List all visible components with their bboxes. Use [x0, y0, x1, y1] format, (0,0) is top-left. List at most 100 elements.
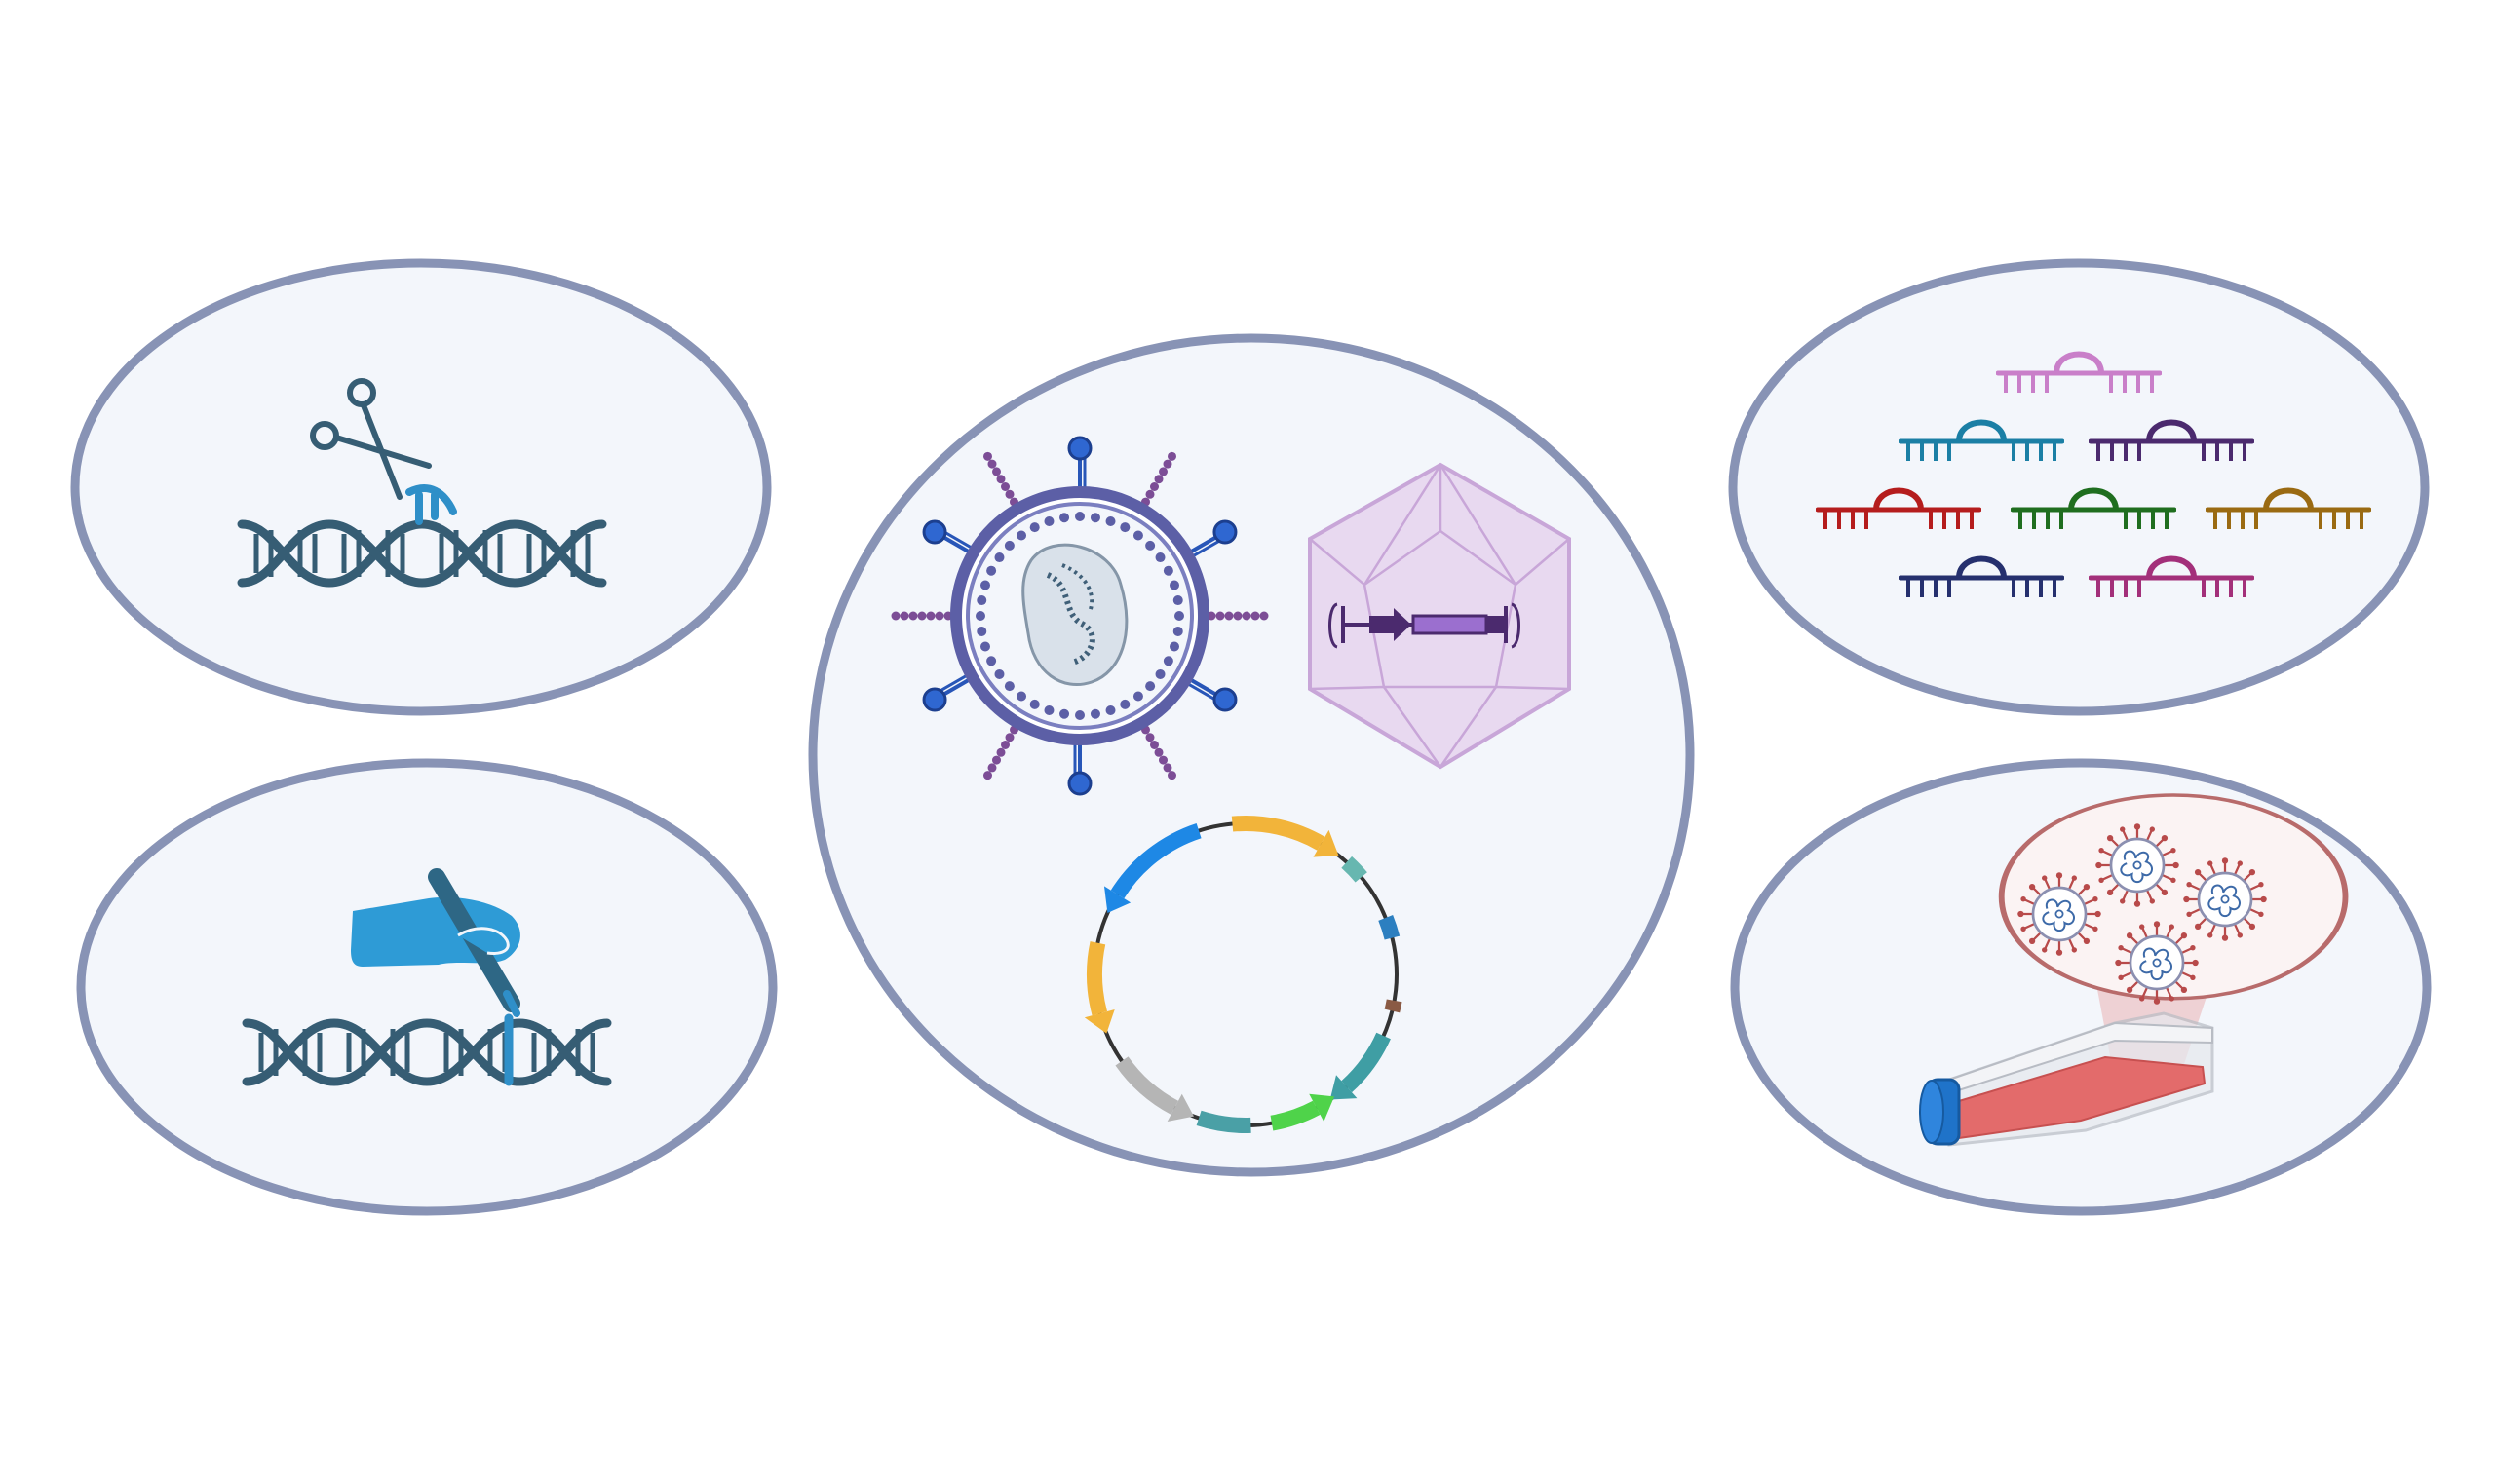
membrane-bead — [1163, 656, 1173, 666]
lipid-bead — [1163, 763, 1172, 773]
panel-delivery-vectors — [808, 333, 1695, 1177]
membrane-bead — [977, 626, 987, 636]
membrane-bead — [1090, 513, 1100, 523]
membrane-bead — [1059, 513, 1070, 523]
membrane-bead — [1170, 641, 1180, 652]
membrane-bead — [1145, 681, 1156, 692]
oval-guide-rna-library — [1728, 258, 2430, 716]
lipid-bead — [992, 467, 1001, 476]
lipid-bead — [1005, 733, 1015, 742]
membrane-bead — [1132, 530, 1143, 541]
membrane-bead — [1075, 512, 1085, 521]
membrane-bead — [1029, 522, 1040, 533]
plasmid-arrowhead — [1167, 1093, 1194, 1122]
oval-gene-editing — [76, 758, 778, 1216]
lipid-bead — [987, 763, 997, 773]
coronavirus-icon-3 — [2181, 856, 2269, 943]
membrane-bead — [979, 580, 990, 590]
lipid-bead — [1154, 475, 1164, 484]
membrane-bead — [1044, 705, 1055, 716]
plasmid-yellow-arrow-left — [1087, 941, 1108, 1016]
membrane-bead — [1075, 710, 1085, 720]
spike-head — [1067, 436, 1093, 461]
enveloped-virus-icon — [891, 436, 1269, 796]
aav-capsid-icon — [1308, 462, 1571, 770]
membrane-bead — [1172, 595, 1183, 606]
lipid-bead — [1154, 747, 1164, 757]
panel-guide-rna-library — [1728, 258, 2430, 716]
membrane-bead — [1105, 515, 1116, 526]
membrane-beads — [976, 512, 1184, 720]
spike-head — [1212, 519, 1238, 545]
membrane-bead — [1174, 611, 1184, 621]
lipid-bead — [996, 475, 1006, 484]
lipid-bead — [1145, 733, 1155, 742]
membrane-bead — [994, 552, 1005, 563]
lipid-bead — [1224, 611, 1234, 621]
scissors-icon — [310, 378, 432, 500]
lipid-bead — [983, 771, 992, 780]
lipid-bead — [1145, 489, 1155, 499]
lipid-bead — [1215, 611, 1225, 621]
lipid-bead — [1168, 771, 1176, 780]
membrane-bead — [994, 668, 1005, 679]
plasmid-arrowhead — [1309, 1093, 1335, 1122]
membrane-bead — [1029, 699, 1040, 709]
virus-spikes — [891, 436, 1269, 796]
plasmid-gray-arrow — [1115, 1056, 1179, 1115]
coronavirus-icon — [2015, 870, 2103, 958]
lipid-bead — [1233, 611, 1243, 621]
membrane-bead — [1155, 668, 1166, 679]
membrane-bead — [1170, 580, 1180, 590]
coronavirus-icon-2 — [2093, 821, 2181, 909]
viral-genome — [1046, 572, 1095, 666]
spike-head — [1212, 687, 1238, 712]
plasmid-arrowhead — [1103, 886, 1132, 913]
plasmid-blue-arrow-top — [1110, 822, 1202, 899]
membrane-bead — [1004, 540, 1015, 551]
membrane-bead — [1145, 540, 1156, 551]
culture-flask-icon — [1919, 1011, 2214, 1147]
lipid-bead — [1150, 481, 1159, 491]
lipid-bead — [1001, 741, 1010, 750]
transgene-cassette — [1328, 602, 1520, 649]
lipid-bead — [992, 755, 1001, 765]
plasmid-teal-box — [1341, 856, 1367, 883]
membrane-bead — [1044, 515, 1055, 526]
plasmid-arrowhead — [1084, 1008, 1115, 1034]
membrane-bead — [1017, 530, 1027, 541]
lipid-bead — [1159, 467, 1168, 476]
hand-pen-icon — [351, 868, 520, 1017]
lipid-bead — [935, 611, 944, 621]
lipid-bead — [1001, 481, 1010, 491]
plasmid-arrowhead — [1313, 829, 1339, 857]
lipid-bead — [1250, 611, 1260, 621]
membrane-bead — [1105, 705, 1116, 716]
membrane-bead — [1163, 565, 1173, 576]
lipid-bead — [891, 611, 901, 621]
membrane-bead — [977, 595, 987, 606]
plasmid-brown-box — [1384, 999, 1402, 1013]
cut-site-highlight — [405, 484, 457, 525]
membrane-bead — [1132, 691, 1143, 702]
panel-cell-culture-infection — [1730, 758, 2432, 1216]
lipid-bead — [926, 611, 936, 621]
plasmid-green-arrow — [1270, 1100, 1321, 1131]
panel-gene-editing — [76, 758, 778, 1216]
membrane-bead — [1059, 708, 1070, 719]
lipid-bead — [1159, 755, 1168, 765]
spike-head — [1067, 771, 1093, 796]
lipid-bead — [1168, 451, 1176, 461]
lipid-bead — [900, 611, 909, 621]
oval-delivery-vectors — [808, 333, 1695, 1177]
plasmid-blue-box — [1378, 914, 1401, 940]
membrane-bead — [1017, 691, 1027, 702]
lipid-bead — [908, 611, 918, 621]
membrane-bead — [1120, 699, 1131, 709]
plasmid-yellow-arrow-top — [1231, 816, 1325, 851]
lipid-bead — [987, 459, 997, 469]
plasmid-teal-arrow-right — [1341, 1032, 1391, 1093]
panel-crispr-cutting — [70, 258, 772, 716]
